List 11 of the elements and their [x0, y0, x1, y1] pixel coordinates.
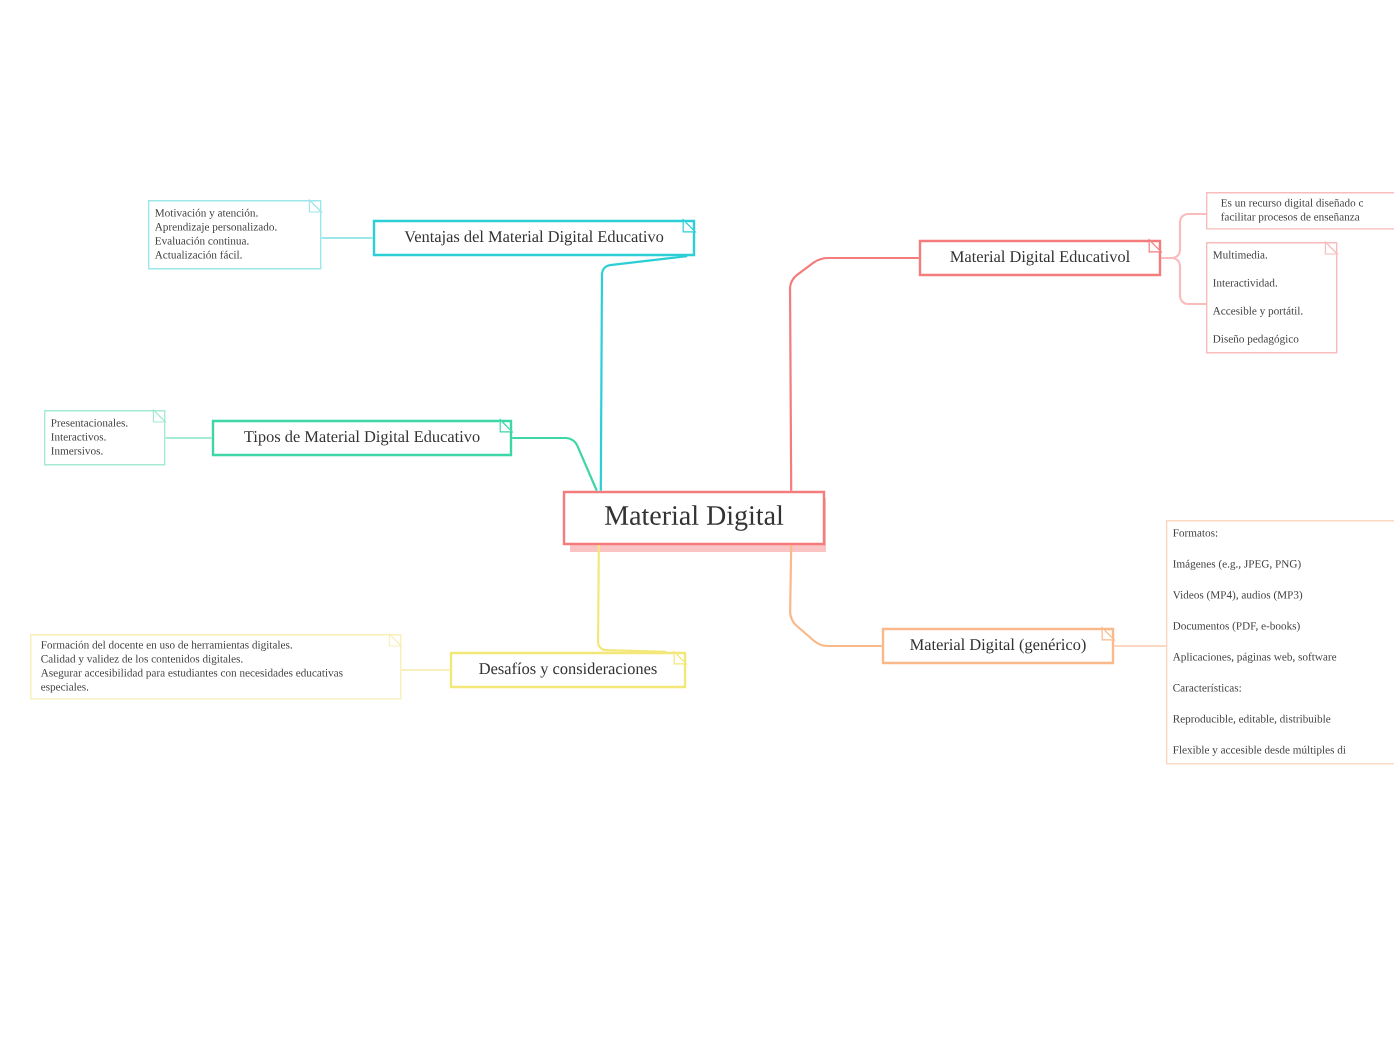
connector-line — [512, 436, 598, 492]
connector-line — [1114, 644, 1166, 648]
connector-line — [401, 668, 450, 672]
connector-line — [321, 236, 373, 240]
connector-line — [788, 256, 919, 491]
connector-line — [599, 255, 688, 491]
connector-line — [165, 436, 212, 440]
connector-line — [596, 545, 667, 653]
central-topic-box: Material Digital — [562, 490, 826, 552]
connector-line — [789, 545, 882, 648]
connector-line — [1161, 256, 1206, 306]
